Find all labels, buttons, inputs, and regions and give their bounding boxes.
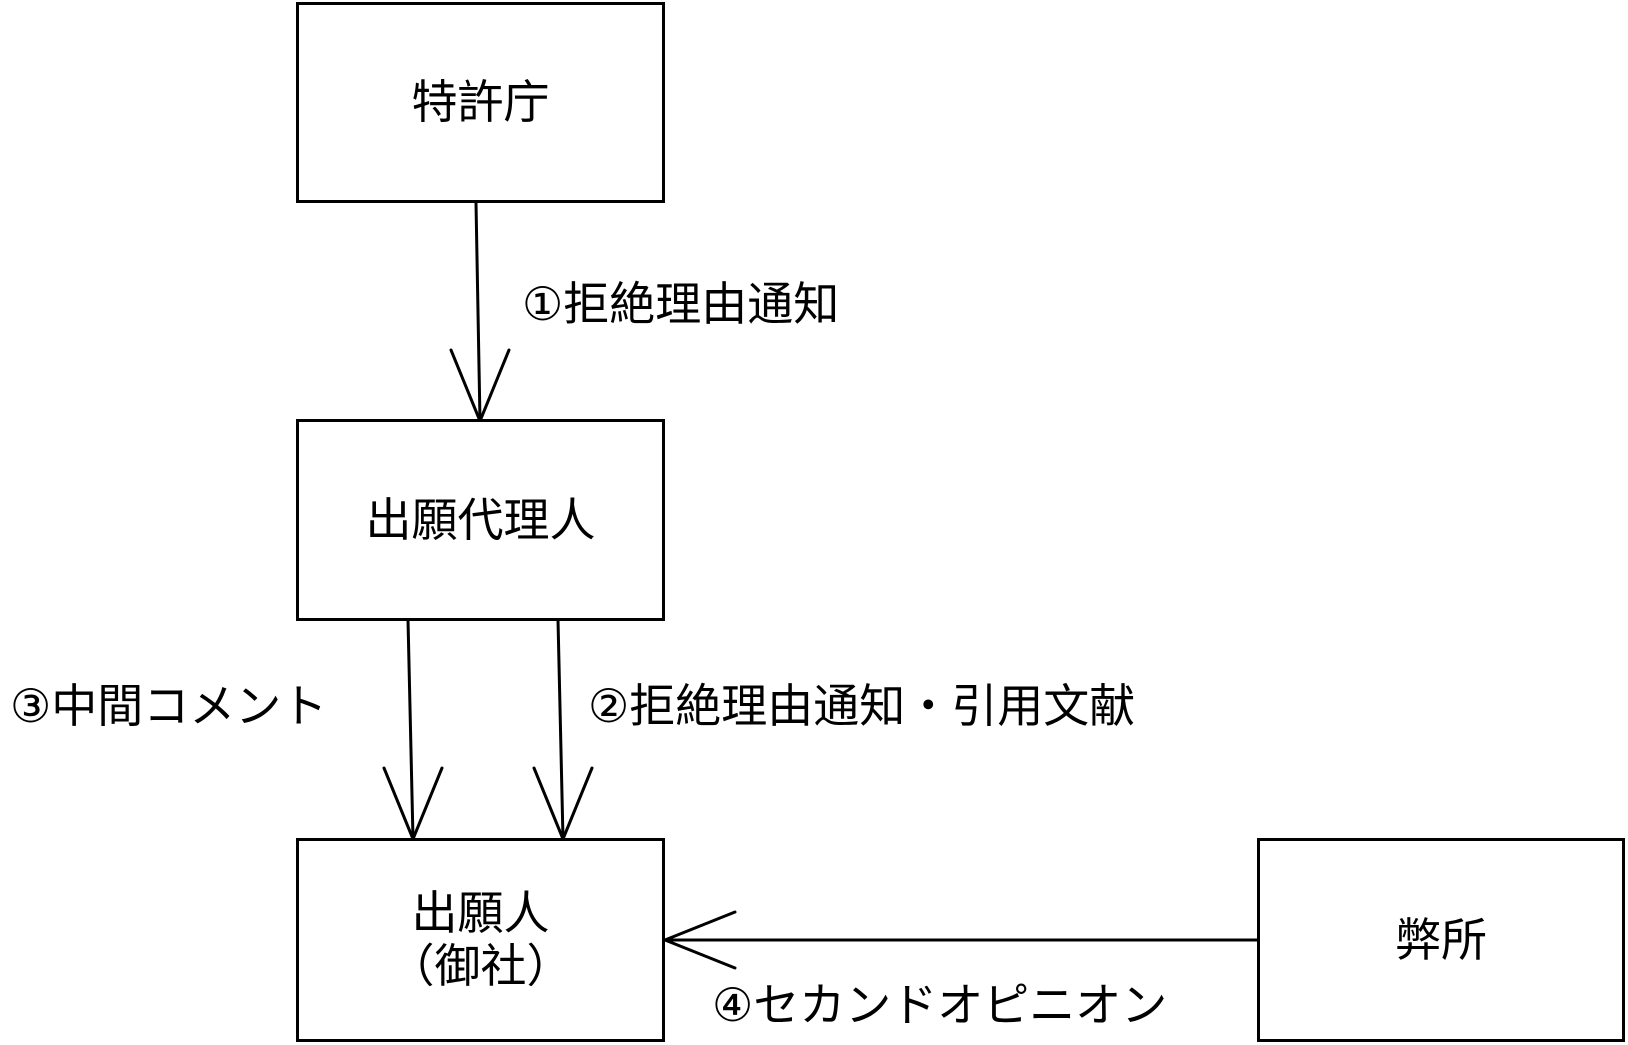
node-agent: 出願代理人: [296, 419, 665, 621]
node-applicant: 出願人 （御社）: [296, 838, 665, 1042]
arrow-agent-to-applicant-comment: [406, 618, 415, 841]
node-jpo-label: 特許庁: [411, 75, 550, 130]
node-firm: 弊所: [1257, 838, 1625, 1042]
node-applicant-label: 出願人: [411, 886, 550, 941]
edge-label-rejection-notice-citations: ②拒絶理由通知・引用文献: [588, 679, 1136, 733]
edge-label-rejection-notice: ①拒絶理由通知: [522, 277, 840, 331]
edge-label-second-opinion: ④セカンドオピニオン: [712, 978, 1168, 1032]
arrow-jpo-to-agent: [474, 201, 482, 423]
node-applicant-sublabel: （御社）: [388, 939, 573, 993]
node-agent-label: 出願代理人: [365, 492, 596, 547]
arrowhead-firm-to-applicant: [663, 910, 737, 970]
arrow-agent-to-applicant-notice: [556, 618, 565, 841]
edge-label-interim-comment: ③中間コメント: [10, 679, 328, 733]
node-jpo: 特許庁: [296, 2, 665, 203]
node-firm-label: 弊所: [1395, 912, 1487, 967]
